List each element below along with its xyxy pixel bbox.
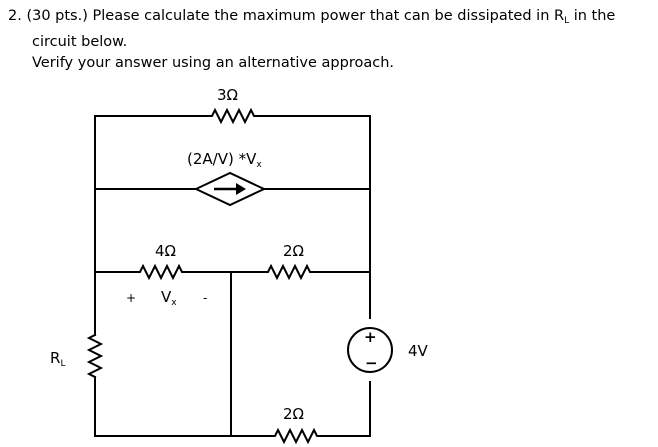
problem-text-main: Please calculate the maximum power that … — [92, 8, 565, 24]
problem-number: 2. — [8, 8, 22, 24]
label-r-mid-left: 4Ω — [155, 242, 176, 260]
label-dependent-source-sub: x — [256, 160, 262, 170]
wire-middle — [94, 263, 371, 281]
voltage-source-circle — [347, 327, 393, 373]
label-r-mid-right: 2Ω — [283, 242, 304, 260]
label-vx: Vx — [161, 288, 177, 308]
problem-points: (30 pts.) — [26, 8, 88, 24]
problem-line-2: circuit below. — [32, 34, 128, 50]
resistor-rl — [86, 333, 104, 379]
label-rl-main: R — [50, 349, 60, 367]
problem-text-end: in the — [569, 8, 616, 24]
dependent-source-arrow — [214, 183, 246, 195]
problem-line-1: 2. (30 pts.) Please calculate the maximu… — [8, 6, 653, 32]
label-rl: RL — [50, 349, 65, 369]
label-vs-plus: + — [364, 328, 377, 346]
label-r-bottom: 2Ω — [283, 405, 304, 423]
label-dependent-source: (2A/V) *Vx — [187, 150, 262, 170]
label-vx-plus: + — [126, 291, 136, 305]
wire-bottom — [94, 427, 371, 445]
wire-top — [94, 107, 371, 125]
label-vx-sub: x — [171, 298, 177, 308]
label-vx-minus: - — [203, 291, 207, 305]
label-vs-minus: − — [365, 354, 378, 372]
label-vx-main: V — [161, 288, 172, 306]
label-r-top: 3Ω — [217, 86, 238, 104]
label-rl-sub: L — [60, 359, 65, 369]
problem-text-sub: L — [564, 16, 570, 26]
label-vs-value: 4V — [408, 342, 429, 360]
dependent-source-diamond — [193, 171, 267, 207]
problem-statement: 2. (30 pts.) Please calculate the maximu… — [8, 6, 653, 74]
label-dependent-source-main: (2A/V) *V — [187, 150, 257, 168]
problem-line-3: Verify your answer using an alternative … — [32, 55, 394, 71]
